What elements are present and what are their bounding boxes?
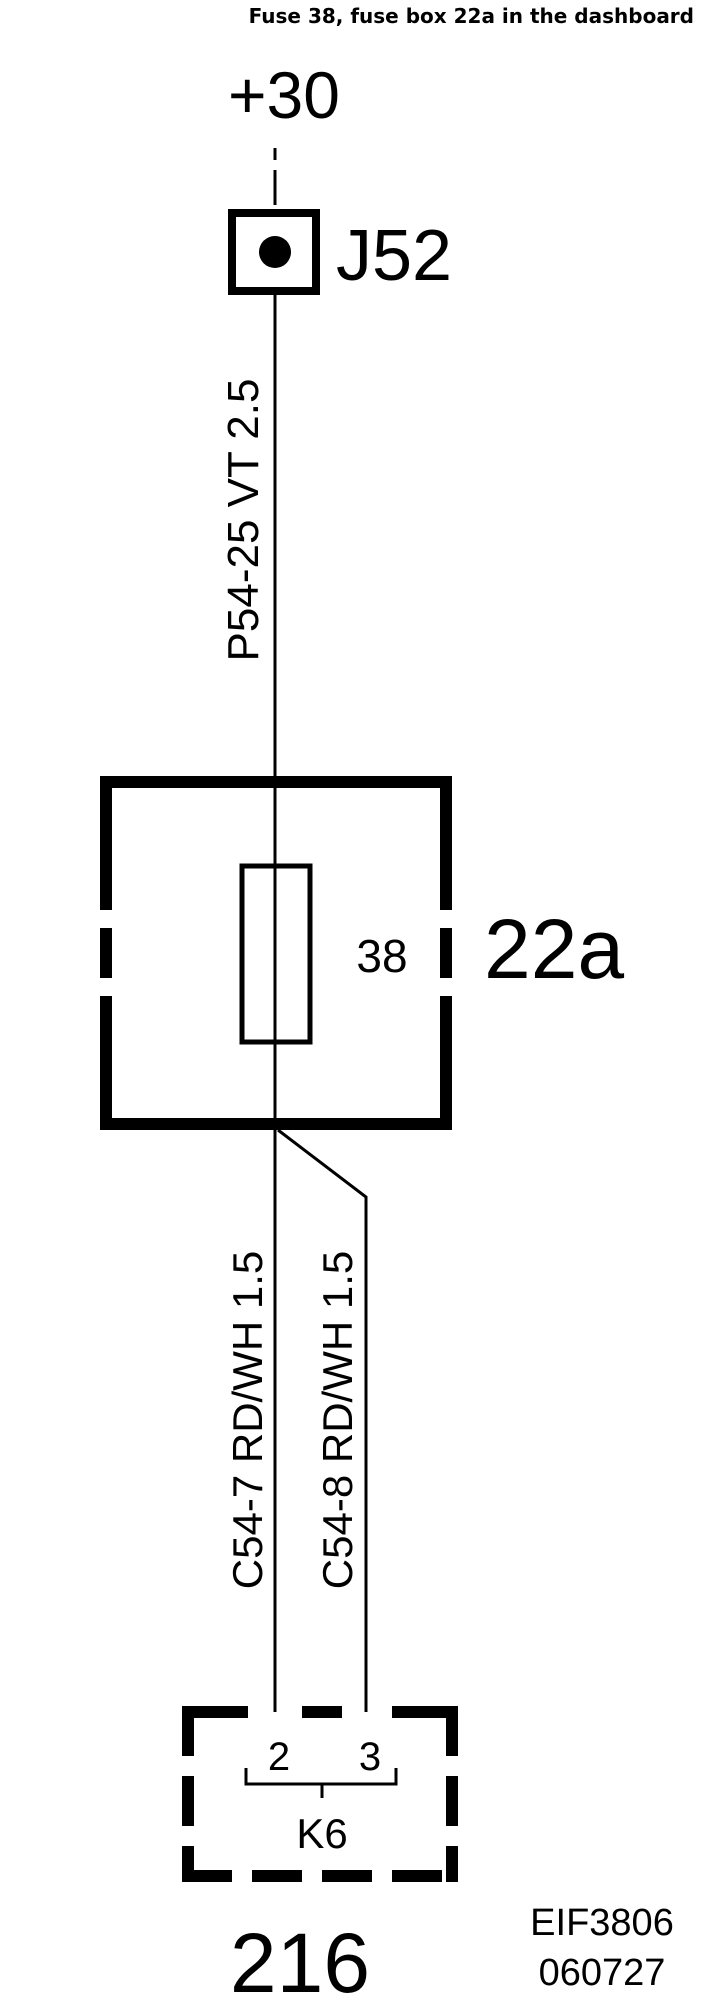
wire-right bbox=[277, 1128, 368, 1712]
junction-label: J52 bbox=[336, 216, 452, 296]
pin-left-label: 2 bbox=[268, 1735, 290, 1779]
fuse-number: 38 bbox=[356, 930, 407, 982]
wire-left-label: C54-7 RD/WH 1.5 bbox=[224, 1251, 271, 1589]
connector-name: K6 bbox=[296, 1810, 347, 1857]
junction-dot bbox=[259, 236, 291, 268]
fusebox-label: 22a bbox=[484, 902, 624, 996]
component-number: 216 bbox=[230, 1916, 370, 2006]
supply-label: +30 bbox=[228, 58, 340, 132]
page-title: Fuse 38, fuse box 22a in the dashboard bbox=[248, 4, 694, 28]
reference-date: 060727 bbox=[539, 1952, 666, 1994]
wire-right-label: C54-8 RD/WH 1.5 bbox=[314, 1251, 361, 1589]
pin-right-label: 3 bbox=[359, 1735, 381, 1779]
reference-code: EIF3806 bbox=[530, 1902, 674, 1944]
wire-top-label: P54-25 VT 2.5 bbox=[219, 379, 268, 662]
